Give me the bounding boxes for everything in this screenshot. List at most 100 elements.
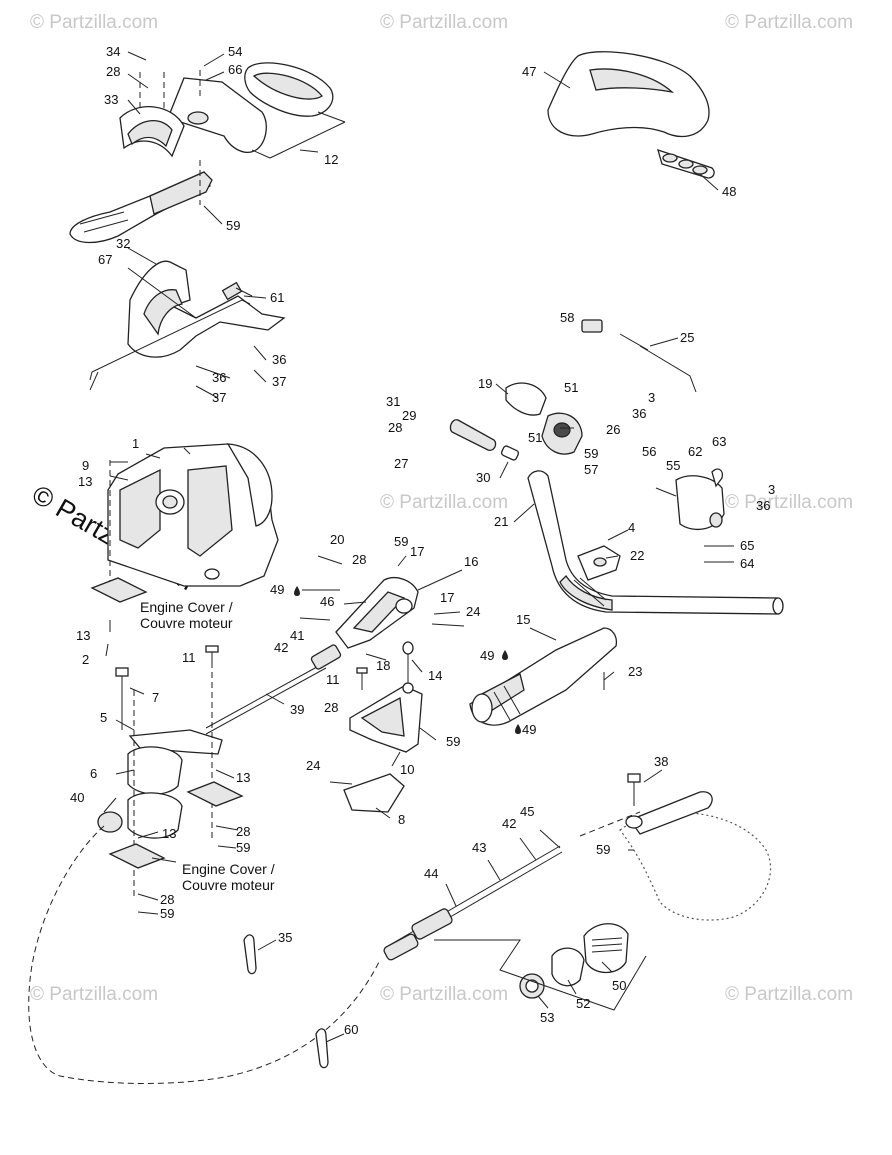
watermark-text: © Partzilla.com [380,492,508,513]
callout-label: 59 [584,446,598,461]
callout-label: 65 [740,538,754,553]
callout-label: 36 [212,370,226,385]
callout-label: 58 [560,310,574,325]
callout-label: 2 [82,652,89,667]
watermark-text: © Partzilla.com [380,984,508,1005]
callout-label: 36 [272,352,286,367]
fasteners [115,287,697,806]
callout-label: 52 [576,996,590,1011]
throttle-housing [505,382,583,455]
callout-label: 3 [648,390,655,405]
watermark-text: © Partzilla.com [30,984,158,1005]
callout-label: 26 [606,422,620,437]
callout-label: 11 [182,650,196,665]
engine-cover-note: Couvre moteur [140,615,233,631]
callout-label: 28 [388,420,402,435]
drop-icon [502,650,508,660]
callout-label: 17 [440,590,454,605]
steering-support [90,443,279,603]
callout-label: 59 [236,840,250,855]
callout-label: 49 [270,582,284,597]
callout-label: 38 [654,754,668,769]
callout-label: 1 [132,436,139,451]
callout-label: 44 [424,866,438,881]
callout-label: 34 [106,44,120,59]
callout-label: 59 [226,218,240,233]
callout-label: 51 [528,430,542,445]
callout-label: 49 [480,648,494,663]
callout-label: 61 [270,290,284,305]
steering-arm [335,577,419,649]
cable-fittings [434,923,647,1011]
callout-label: 28 [160,892,174,907]
callout-label: 10 [400,762,414,777]
callout-label: 17 [410,544,424,559]
callout-label: 28 [324,700,338,715]
callout-label: 13 [76,628,90,643]
callout-label: 20 [330,532,344,547]
callout-label: 18 [376,658,390,673]
callout-label: 30 [476,470,490,485]
callout-label: 3 [768,482,775,497]
callout-label: 35 [278,930,292,945]
callout-label: 39 [290,702,304,717]
callout-label: 22 [630,548,644,563]
callout-label: 54 [228,44,242,59]
callout-label: 25 [680,330,694,345]
callout-label: 28 [106,64,120,79]
drop-icon [515,724,521,734]
watermark-text: © Partzilla.com [725,492,853,513]
lever-assembly [97,662,244,900]
callout-label: 67 [98,252,112,267]
engine-cover-note: Engine Cover / [182,861,275,877]
callout-label: 37 [212,390,226,405]
callout-label: 64 [740,556,754,571]
steering-column [469,627,618,726]
callout-label: 59 [446,734,460,749]
column-support [343,685,423,813]
callout-label: 66 [228,62,242,77]
engine-cover-note: Engine Cover / [140,599,233,615]
callout-label: 37 [272,374,286,389]
callout-label: 47 [522,64,536,79]
callout-label: 50 [612,978,626,993]
watermark-text: © Partzilla.com [380,12,508,33]
watermark-text: © Partzilla.com [30,12,158,33]
callout-label: 9 [82,458,89,473]
callout-label: 5 [100,710,107,725]
callout-label: 48 [722,184,736,199]
callout-label: 14 [428,668,442,683]
glove-box-assembly [69,62,346,244]
watermark-text: © Partzilla.com [725,12,853,33]
callout-label: 23 [628,664,642,679]
callout-label: 33 [104,92,118,107]
callout-label: 24 [306,758,320,773]
callout-label: 13 [78,474,92,489]
callout-label: 12 [324,152,338,167]
callout-label: 27 [394,456,408,471]
callout-label: 59 [596,842,610,857]
callout-label: 36 [632,406,646,421]
leader-lines [103,51,734,1043]
callout-label: 24 [466,604,480,619]
notes: Engine Cover / Couvre moteur Engine Cove… [140,599,275,893]
callout-label: 36 [756,498,770,513]
callout-label: 40 [70,790,84,805]
callout-label: 31 [386,394,400,409]
callout-label: 63 [712,434,726,449]
lubricant-icons [294,586,521,734]
watermark-text: © Partzilla.com [725,984,853,1005]
steering-cable [205,644,342,735]
callout-label: 42 [274,640,288,655]
callout-label: 49 [522,722,536,737]
handlebar-clamp [577,545,621,581]
callout-label: 21 [494,514,508,529]
callout-label: 15 [516,612,530,627]
callout-label: 11 [326,672,340,687]
callout-label: 32 [116,236,130,251]
callout-label: 13 [162,826,176,841]
callout-label: 8 [398,812,405,827]
cable-route [28,825,381,1084]
cable-ties [243,934,329,1069]
